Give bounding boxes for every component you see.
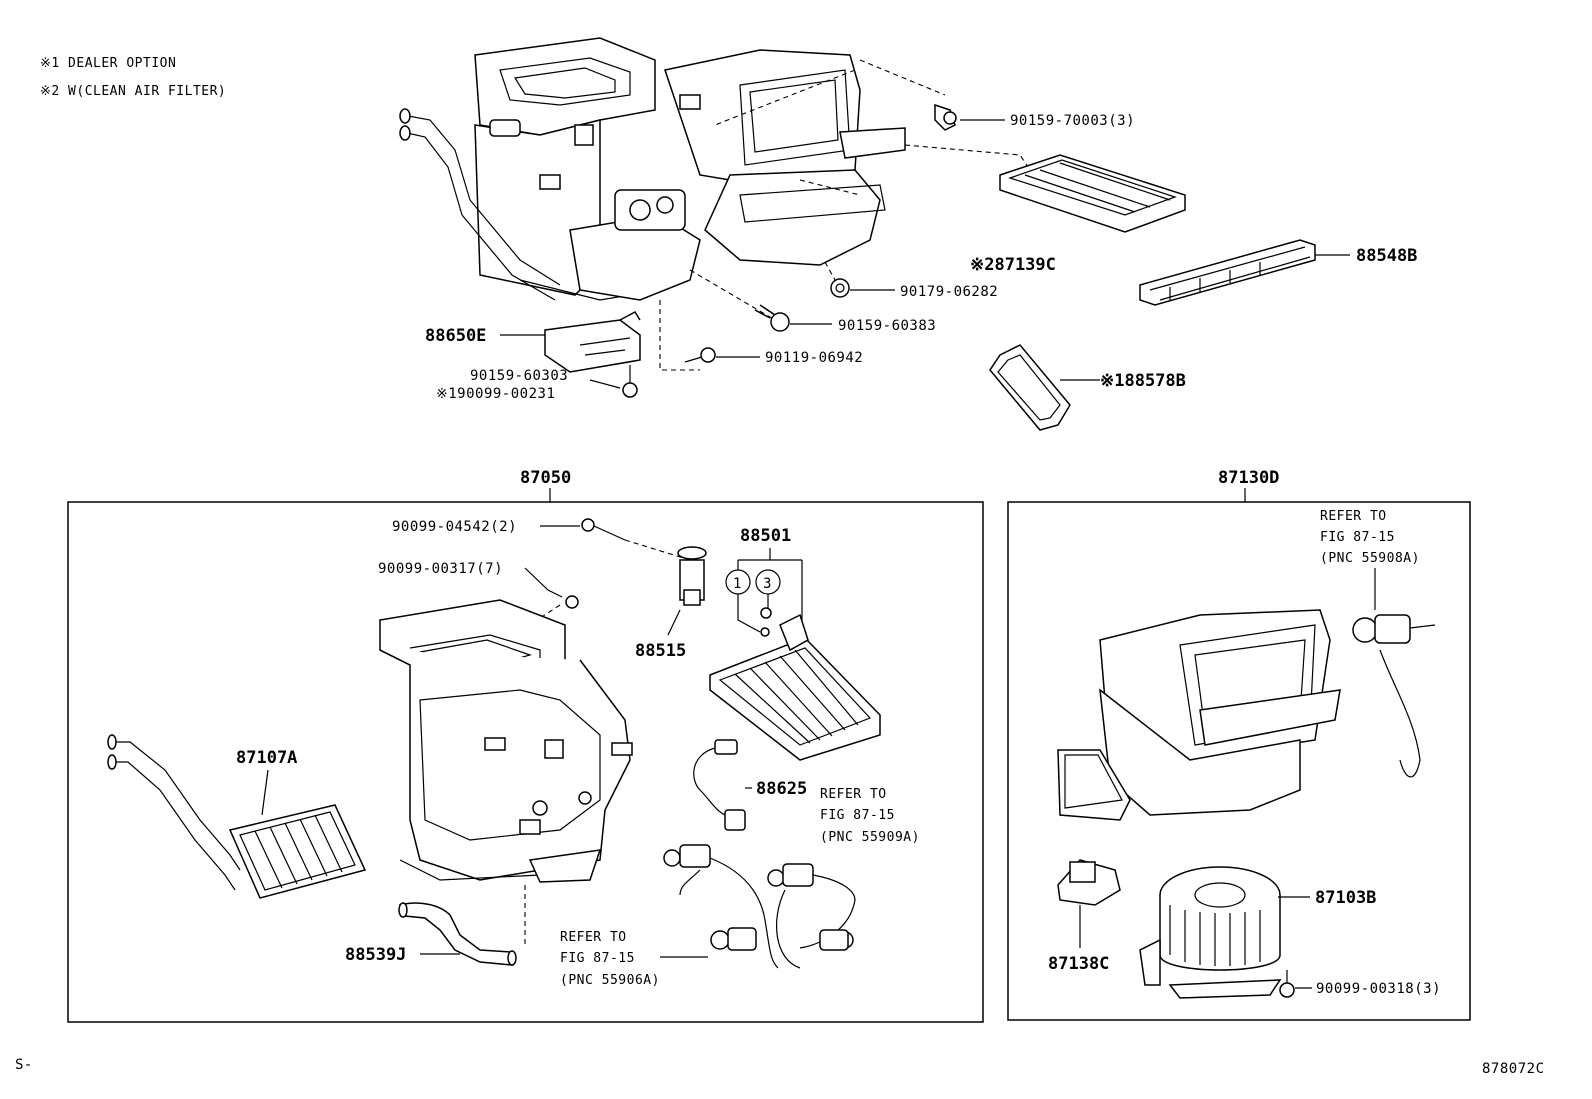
label-90099-00317: 90099-00317(7) xyxy=(378,561,503,577)
label-90099-00318: 90099-00318(3) xyxy=(1316,981,1441,997)
label-90159-60383: 90159-60383 xyxy=(838,318,936,334)
evaporator-icon xyxy=(709,613,881,761)
blower-motor-87103b-icon xyxy=(1139,866,1282,999)
bolt-90159-60303-icon xyxy=(622,365,638,398)
label-87139c: ※287139C xyxy=(970,255,1056,275)
o-ring-small-icon xyxy=(760,627,770,637)
ref-a-line2: FIG 87-15 xyxy=(1320,530,1395,545)
bolt-90099-04542-icon xyxy=(581,518,626,541)
screw-90099-00318-icon xyxy=(1279,970,1295,998)
hvac-unit-assembly-illustration xyxy=(399,37,906,301)
note-clean-air-filter: ※2 W(CLEAN AIR FILTER) xyxy=(40,84,226,99)
label-88501: 88501 xyxy=(740,526,791,546)
clean-air-filter-87139c-icon xyxy=(999,154,1186,233)
label-88515: 88515 xyxy=(635,641,686,661)
label-90099-00231: ※190099-00231 xyxy=(436,386,555,402)
heater-unit-illustration xyxy=(379,599,633,883)
label-88578b: ※188578B xyxy=(1100,371,1186,391)
seal-88578b-icon xyxy=(989,344,1071,431)
label-87138c: 87138C xyxy=(1048,954,1109,974)
callout-3-text: 3 xyxy=(763,576,772,592)
screw-90119-06942-icon xyxy=(684,347,716,363)
ref-a-line1: REFER TO xyxy=(1320,509,1387,524)
label-87050: 87050 xyxy=(520,468,571,488)
blower-case-87130d-illustration xyxy=(1057,609,1341,821)
expansion-valve-88515-icon xyxy=(677,546,707,606)
heater-core-87107a-icon xyxy=(107,734,367,899)
label-87130d: 87130D xyxy=(1218,468,1279,488)
label-90119-06942: 90119-06942 xyxy=(765,350,863,366)
duct-88539j-icon xyxy=(398,902,517,966)
callout-1-text: 1 xyxy=(733,576,742,592)
label-88548b: 88548B xyxy=(1356,246,1417,266)
label-88650e: 88650E xyxy=(425,326,486,346)
filter-cover-88548b-icon xyxy=(1139,239,1316,306)
ref-b-line3: (PNC 55909A) xyxy=(820,830,920,845)
bolt-90159-60383-icon xyxy=(754,304,790,332)
label-88539j: 88539J xyxy=(345,945,406,965)
label-87107a: 87107A xyxy=(236,748,297,768)
servo-motor-55908a-icon xyxy=(1352,614,1436,778)
ref-c-line3: (PNC 55906A) xyxy=(560,973,660,988)
note-dealer-option: ※1 DEALER OPTION xyxy=(40,56,176,71)
group-box-87130d xyxy=(1007,501,1471,1021)
label-90159-70003: 90159-70003(3) xyxy=(1010,113,1135,129)
label-90099-04542: 90099-04542(2) xyxy=(392,519,517,535)
footer-left-mark: S- xyxy=(15,1057,33,1073)
ref-b-line2: FIG 87-15 xyxy=(820,808,895,823)
label-90159-60303: 90159-60303 xyxy=(470,368,568,384)
nut-90179-06282-icon xyxy=(830,278,850,298)
blower-resistor-87138c-icon xyxy=(1057,859,1121,906)
ref-b-line1: REFER TO xyxy=(820,787,887,802)
damper-servo-motors-illustration xyxy=(663,844,856,969)
ref-a-line3: (PNC 55908A) xyxy=(1320,551,1420,566)
bolt-90159-70003-icon xyxy=(934,103,957,131)
group-box-87050 xyxy=(67,501,984,1023)
o-ring-icon xyxy=(760,607,772,619)
label-88625: 88625 xyxy=(756,779,807,799)
sensor-88625-icon xyxy=(693,739,746,831)
module-88650e-icon xyxy=(544,311,641,373)
label-90179-06282: 90179-06282 xyxy=(900,284,998,300)
ref-c-line2: FIG 87-15 xyxy=(560,951,635,966)
diagram-code: 878072C xyxy=(1482,1061,1545,1077)
ref-c-line1: REFER TO xyxy=(560,930,627,945)
screw-90099-00317-icon xyxy=(565,595,579,609)
label-87103b: 87103B xyxy=(1315,888,1376,908)
